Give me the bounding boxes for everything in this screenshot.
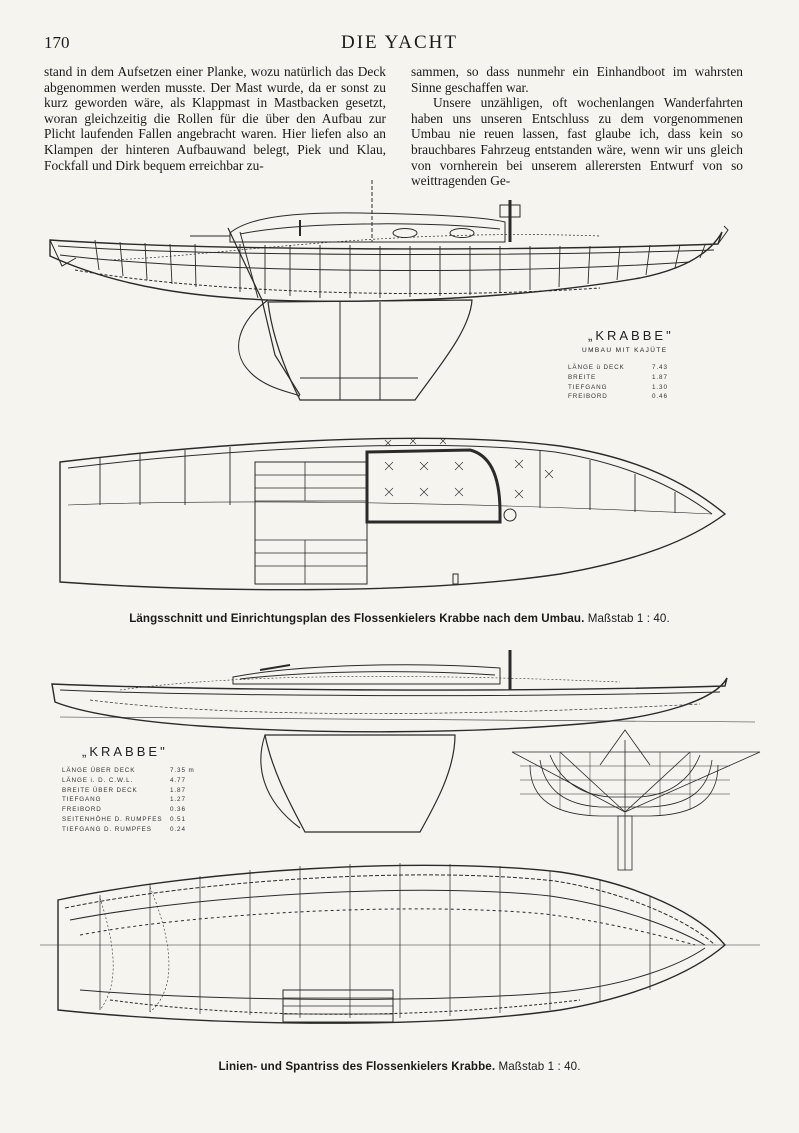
spec-value: 1.30	[652, 383, 668, 391]
spec-value: 0.46	[652, 393, 668, 401]
spec-label: LÄNGE ÜBER DECK	[62, 767, 136, 774]
spec-value: 7.35 m	[170, 767, 195, 774]
body-paragraph: Unsere unzähligen, oft wochenlangen Wand…	[411, 95, 743, 189]
spec-label: SEITENHÖHE D. RUMPFES	[62, 815, 163, 823]
lines-plan	[40, 863, 760, 1024]
spec-value: 7.43	[652, 364, 668, 371]
journal-title: DIE YACHT	[340, 32, 459, 53]
spec-label: TIEFGANG D. RUMPFES	[62, 825, 152, 833]
caption-scale: Maßstab 1 : 40.	[498, 1060, 581, 1073]
text-column-right: sammen, so dass nunmehr ein Einhandboot …	[411, 64, 743, 189]
boat-name-label: „KRABBE"	[588, 328, 674, 343]
body-paragraph: sammen, so dass nunmehr ein Einhandboot …	[411, 64, 743, 95]
spec-table-original: LÄNGE ÜBER DECK 7.35 m LÄNGE i. D. C.W.L.…	[62, 767, 212, 836]
profile-after-conversion	[49, 180, 729, 401]
spec-label: LÄNGE ü DECK	[568, 364, 625, 371]
figure-caption-1: Längsschnitt und Einrichtungsplan des Fl…	[0, 612, 799, 625]
profile-original	[51, 650, 756, 833]
text-column-left: stand in dem Aufsetzen einer Planke, woz…	[44, 64, 386, 173]
page-number: 170	[44, 33, 70, 52]
body-paragraph: stand in dem Aufsetzen einer Planke, woz…	[44, 64, 386, 173]
caption-text: Längsschnitt und Einrichtungsplan des Fl…	[129, 612, 585, 625]
deck-plan	[59, 437, 727, 591]
body-plan	[511, 729, 761, 871]
spec-value: 1.27	[170, 796, 186, 804]
spec-label: TIEFGANG	[568, 383, 608, 391]
spec-label: TIEFGANG	[62, 796, 102, 804]
spec-label: FREIBORD	[62, 806, 102, 814]
boat-name-label: „KRABBE"	[82, 744, 168, 759]
spec-label: BREITE	[568, 373, 597, 381]
spec-value: 0.36	[170, 806, 186, 814]
conversion-subtitle: UMBAU MIT KAJÜTE	[582, 347, 668, 354]
spec-value: 4.77	[170, 776, 186, 784]
spec-table-after: LÄNGE ü DECK 7.43 BREITE 1.87 TIEFGANG 1.30…	[568, 364, 667, 403]
spec-value: 0.24	[170, 825, 186, 833]
spec-label: FREIBORD	[568, 393, 608, 401]
caption-scale: Maßstab 1 : 40.	[587, 612, 670, 625]
figure-caption-2: Linien- und Spantriss des Flossenkielers…	[0, 1060, 799, 1073]
spec-value: 0.51	[170, 815, 186, 823]
spec-label: LÄNGE i. D. C.W.L.	[62, 776, 134, 784]
spec-label: BREITE ÜBER DECK	[62, 786, 138, 794]
caption-text: Linien- und Spantriss des Flossenkielers…	[218, 1060, 496, 1073]
spec-value: 1.87	[652, 373, 668, 381]
spec-value: 1.87	[170, 786, 186, 794]
